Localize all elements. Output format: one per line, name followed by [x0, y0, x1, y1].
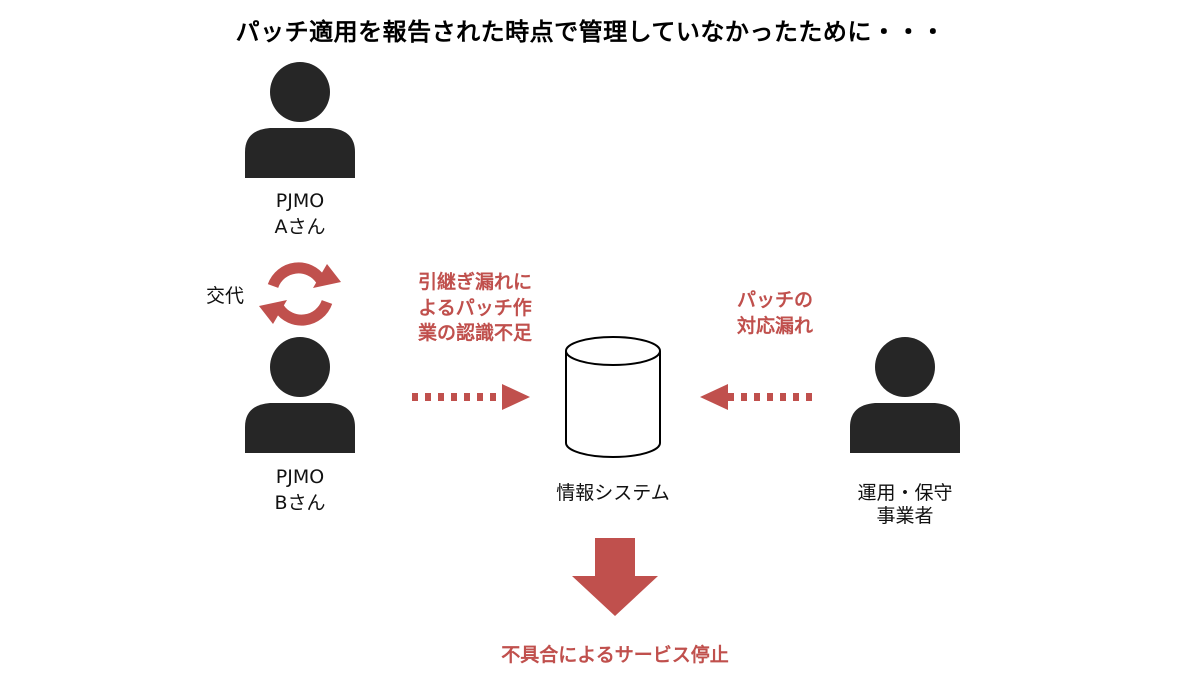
person-a-icon — [245, 62, 355, 178]
person-b-icon — [245, 337, 355, 453]
person-b-name: Bさん — [274, 492, 326, 514]
diagram-title: パッチ適用を報告された時点で管理していなかったために・・・ — [235, 18, 946, 46]
right-issue-text: パッチの 対応漏れ — [736, 289, 813, 337]
person-a-role: PJMO — [275, 190, 325, 212]
left-dotted-arrow — [412, 384, 530, 410]
vendor-label: 運用・保守 事業者 — [857, 482, 953, 527]
rotation-icon — [259, 262, 341, 326]
result-text: 不具合によるサービス停止 — [501, 644, 729, 666]
person-b-role: PJMO — [275, 466, 325, 488]
down-arrow — [572, 538, 658, 616]
right-dotted-arrow — [700, 384, 818, 410]
database-cylinder-icon — [565, 336, 661, 458]
person-a-name: Aさん — [274, 216, 326, 238]
system-label: 情報システム — [556, 482, 670, 504]
handover-label: 交代 — [205, 285, 244, 307]
left-issue-text: 引継ぎ漏れに よるパッチ作 業の認識不足 — [417, 271, 532, 345]
vendor-person-icon — [850, 337, 960, 453]
